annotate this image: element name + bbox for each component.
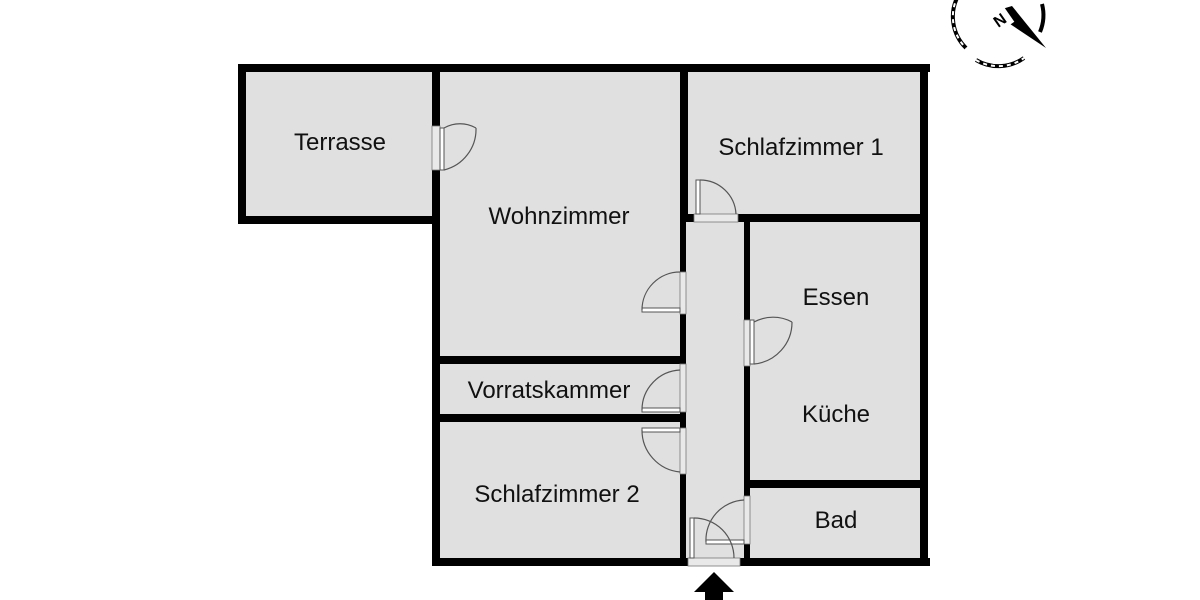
door-swing-arc [693,517,735,559]
door-korridor-vorratskammer[interactable] [641,363,687,413]
room-label-essen: Essen [803,284,870,311]
door-icon [695,179,701,215]
door-korridor-bad[interactable] [705,495,751,545]
wall [920,64,928,566]
door-opening [679,271,687,315]
door-icon [689,517,695,559]
door-opening [693,213,739,223]
wall [680,220,686,272]
door-korridor-wohnzimmer[interactable] [641,271,687,315]
wall [680,214,694,222]
compass-ring-dash [975,57,1025,68]
room-label-kueche: Küche [802,401,870,428]
door-icon [641,407,681,413]
door-icon [749,319,755,365]
room-label-schlafzimmer2: Schlafzimmer 2 [474,481,639,508]
door-swing-arc [753,316,793,365]
door-swing-arc [641,429,681,473]
room-label-terrasse: Terrasse [294,129,386,156]
door-icon [641,307,681,313]
wall [238,64,930,72]
door-icon [641,427,681,433]
room-label-bad: Bad [815,507,858,534]
room-labels: Terrasse Wohnzimmer Schlafzimmer 1 Essen… [294,129,884,534]
room-essen-kueche-floor [748,220,928,482]
door-icon [705,539,745,545]
door-icon [439,127,445,171]
wall [740,558,930,566]
door-swing-arc [699,179,737,215]
wall [238,64,246,224]
door-opening [431,125,441,171]
wall [744,480,928,488]
walls [238,64,930,566]
wall [238,216,438,224]
wall [432,170,440,224]
wall [680,474,686,564]
door-korridor-essen[interactable] [743,316,793,367]
compass-icon: N [950,0,1046,69]
door-opening [679,363,687,413]
room-schlafzimmer2-floor [436,418,684,564]
door-korridor-schlafzimmer2[interactable] [641,427,687,475]
wall [432,64,440,126]
room-bad-floor [748,482,928,564]
door-swing-arc [641,271,681,311]
room-terrasse-floor [240,66,436,222]
wall [432,216,440,566]
door-opening [679,427,687,475]
compass-letter-bg [983,3,1015,35]
wall [738,214,928,222]
door-opening [743,319,751,367]
room-schlafzimmer1-floor [684,66,928,220]
room-label-wohnzimmer: Wohnzimmer [489,203,630,230]
door-schlafzimmer1-korridor[interactable] [693,179,739,223]
door-entrance[interactable] [687,517,741,567]
door-swing-arc [443,123,477,171]
door-swing-arc [641,369,681,411]
wall [432,558,688,566]
wall [432,356,686,364]
room-label-vorratskammer: Vorratskammer [468,377,631,404]
door-opening [687,557,741,567]
room-floors [240,66,928,564]
wall [680,314,686,364]
door-opening [743,495,751,545]
wall [744,220,750,320]
wall [744,544,750,564]
compass-ring-dash [951,0,967,49]
door-swing-arc [705,499,745,543]
corridor-floor [684,220,748,564]
door-terrasse-wohnzimmer[interactable] [431,123,477,171]
entrance-arrow-icon [694,572,734,600]
doors [431,123,793,567]
wall [744,366,750,496]
wall [680,64,688,222]
room-label-schlafzimmer1: Schlafzimmer 1 [718,134,883,161]
compass-ring [1038,3,1046,33]
wall [432,414,686,422]
